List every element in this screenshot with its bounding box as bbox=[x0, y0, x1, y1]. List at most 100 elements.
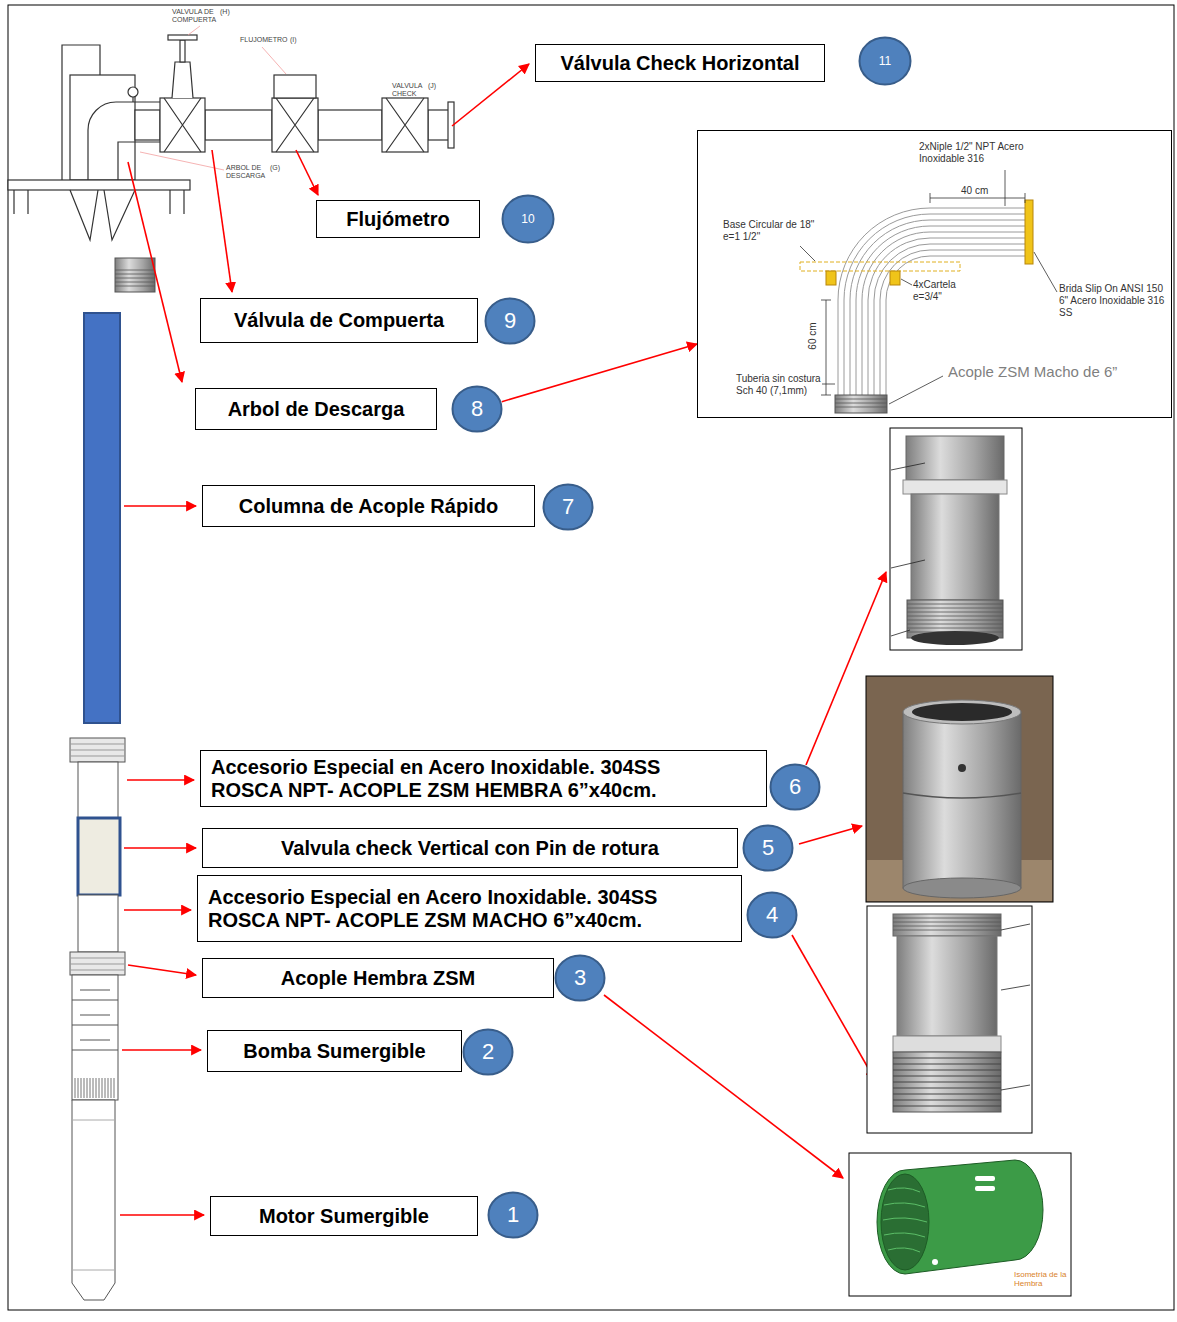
callout-number: 4 bbox=[746, 891, 798, 939]
photo-hembra-accessory bbox=[890, 428, 1022, 650]
callout-circle-fill bbox=[503, 196, 554, 243]
dimension-note: Brida Slip On ANSI 150 6" Acero Inoxidab… bbox=[1059, 283, 1165, 319]
threaded-coupling bbox=[115, 258, 155, 292]
part-label-text: Valvula check Vertical con Pin de rotura bbox=[281, 837, 659, 860]
callout-number: 10 bbox=[501, 194, 555, 244]
callout-number-text: 10 bbox=[521, 212, 534, 226]
photo-macho-accessory bbox=[867, 906, 1032, 1133]
callout-circle bbox=[746, 891, 798, 939]
callout-circle bbox=[542, 483, 594, 531]
part-label: Accesorio Especial en Acero Inoxidable. … bbox=[197, 875, 742, 942]
callout-circle-fill bbox=[486, 299, 535, 344]
callout-circle bbox=[487, 1191, 539, 1239]
callout-circle bbox=[742, 824, 794, 872]
part-label-text: Bomba Sumergible bbox=[243, 1040, 425, 1063]
callout-number-text: 1 bbox=[507, 1202, 519, 1228]
callout-number: 8 bbox=[451, 385, 503, 433]
callout-number: 5 bbox=[742, 824, 794, 872]
callout-circle-fill bbox=[556, 956, 605, 1001]
part-label: Flujómetro bbox=[316, 200, 480, 238]
dimension-note: Acople ZSM Macho de 6” bbox=[948, 363, 1168, 381]
drawing-tag: ARBOL DE DESCARGA bbox=[226, 164, 266, 180]
part-label-text: Acople Hembra ZSM bbox=[281, 967, 475, 990]
callout-circle bbox=[858, 36, 912, 86]
callout-number-text: 9 bbox=[504, 308, 516, 334]
drawing-tag: (H) bbox=[220, 8, 230, 16]
callout-number: 6 bbox=[769, 763, 821, 811]
part-label-text: Arbol de Descarga bbox=[228, 398, 405, 421]
part-label-text: Motor Sumergible bbox=[259, 1205, 429, 1228]
part-label: Válvula Check Horizontal bbox=[535, 44, 825, 82]
callout-number-text: 3 bbox=[574, 965, 586, 991]
part-label: Acople Hembra ZSM bbox=[202, 958, 554, 998]
part-label: Arbol de Descarga bbox=[195, 388, 437, 430]
callout-circle-fill bbox=[771, 765, 820, 810]
callout-number-text: 6 bbox=[789, 774, 801, 800]
callout-circle-fill bbox=[453, 387, 502, 432]
drawing-tag: (I) bbox=[290, 36, 297, 44]
leader-arrows bbox=[120, 64, 886, 1215]
callout-circle bbox=[554, 954, 606, 1002]
callout-circle-fill bbox=[860, 38, 911, 85]
dimension-note: Base Circular de 18" e=1 1/2" bbox=[723, 219, 828, 243]
callout-number-text: 2 bbox=[482, 1039, 494, 1065]
page-frame bbox=[8, 5, 1174, 1310]
callout-number-text: 7 bbox=[562, 494, 574, 520]
isometric-coupling bbox=[849, 1153, 1071, 1296]
dimension-note: Tuberia sin costura Sch 40 (7,1mm) bbox=[736, 373, 821, 397]
part-label: Accesorio Especial en Acero Inoxidable. … bbox=[200, 750, 767, 807]
callout-circle-fill bbox=[748, 893, 797, 938]
dimension-note: 60 cm bbox=[807, 319, 819, 353]
callout-number-text: 11 bbox=[879, 54, 891, 68]
callout-number: 1 bbox=[487, 1191, 539, 1239]
dimension-note: 2xNiple 1/2" NPT Acero Inoxidable 316 bbox=[919, 141, 1034, 165]
discharge-tree-detail bbox=[800, 170, 1057, 413]
drawing-tag: VALVULA DE COMPUERTA bbox=[172, 8, 216, 24]
image-caption: Isometria de la Hembra bbox=[1014, 1270, 1069, 1288]
drawing-tag: (G) bbox=[270, 164, 280, 172]
discharge-head bbox=[8, 35, 454, 240]
callout-number: 2 bbox=[462, 1028, 514, 1076]
part-label-text: Columna de Acople Rápido bbox=[239, 495, 498, 518]
part-label-text: Válvula Check Horizontal bbox=[561, 52, 800, 75]
part-label: Válvula de Compuerta bbox=[200, 298, 478, 343]
drawing-tag: VALVULA CHECK bbox=[392, 82, 426, 98]
photo-check-valve bbox=[866, 676, 1053, 902]
callout-circle bbox=[769, 763, 821, 811]
part-label: Motor Sumergible bbox=[210, 1196, 478, 1236]
part-label-text: Flujómetro bbox=[346, 208, 449, 231]
detail-drawing: 2xNiple 1/2" NPT Acero Inoxidable 316 40 … bbox=[697, 130, 1172, 418]
drawing-tag: FLUJOMETRO bbox=[240, 36, 287, 44]
pipe-column bbox=[84, 313, 120, 723]
callout-circle-fill bbox=[544, 485, 593, 530]
dimension-note: 40 cm bbox=[961, 185, 988, 197]
callout-circle-fill bbox=[744, 826, 793, 871]
callout-number: 3 bbox=[554, 954, 606, 1002]
callout-circle bbox=[462, 1028, 514, 1076]
callout-number-text: 5 bbox=[762, 835, 774, 861]
callout-number-text: 4 bbox=[766, 902, 778, 928]
part-label: Bomba Sumergible bbox=[207, 1030, 462, 1072]
callout-circle-fill bbox=[489, 1193, 538, 1238]
callout-circle-fill bbox=[464, 1030, 513, 1075]
part-label-text: Accesorio Especial en Acero Inoxidable. … bbox=[208, 886, 708, 932]
drawing-tag: (J) bbox=[428, 82, 436, 90]
dimension-note: 4xCartela e=3/4" bbox=[913, 279, 968, 303]
part-label-text: Válvula de Compuerta bbox=[234, 309, 444, 332]
callout-circle bbox=[484, 297, 536, 345]
pump-string bbox=[70, 738, 125, 1300]
part-label: Columna de Acople Rápido bbox=[202, 485, 535, 527]
callout-number-text: 8 bbox=[471, 396, 483, 422]
part-label-text: Accesorio Especial en Acero Inoxidable. … bbox=[211, 756, 711, 802]
callout-number: 7 bbox=[542, 483, 594, 531]
callout-arrow bbox=[502, 344, 697, 402]
callout-circle bbox=[451, 385, 503, 433]
callout-number: 9 bbox=[484, 297, 536, 345]
part-label: Valvula check Vertical con Pin de rotura bbox=[202, 828, 738, 868]
callout-number: 11 bbox=[858, 36, 912, 86]
